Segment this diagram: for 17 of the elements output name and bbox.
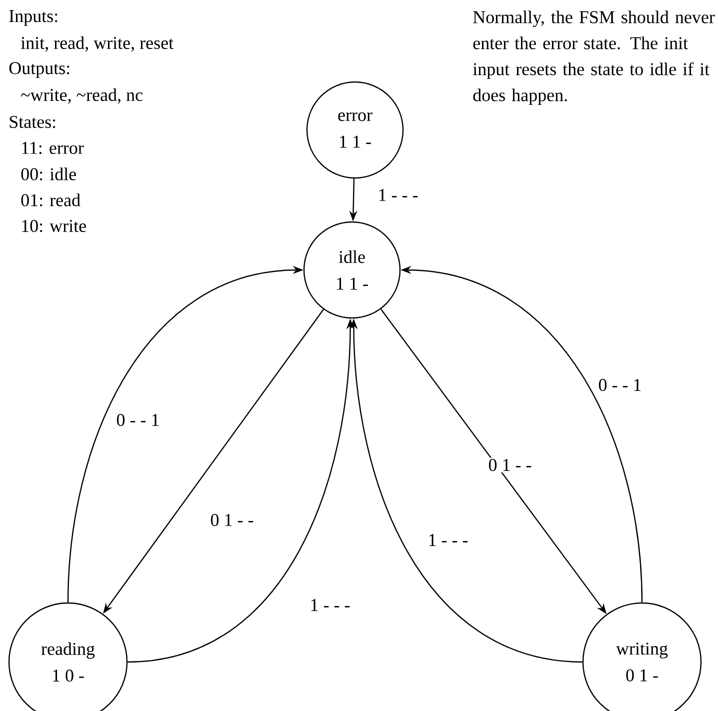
legend-text: 00: idle <box>21 168 76 180</box>
legend-text: 10: write <box>22 220 86 232</box>
legend-text: 11: error <box>22 142 84 154</box>
legend-text: 01: read <box>21 194 80 206</box>
edge-label: 0 1 - - <box>208 512 256 528</box>
edge-label: 1 - - - <box>426 532 470 548</box>
note-text: Normally, the FSM should never enter the error state. The init input resets the state to idle if it does happen. <box>472 10 715 105</box>
edge-label: 1 - - - <box>308 598 352 612</box>
legend-text: init, read, write, reset <box>20 36 174 52</box>
edge-label: 0 1 - - <box>486 458 534 472</box>
legend-text: ~write, ~read, nc <box>21 88 142 104</box>
legend-text: Outputs: <box>9 62 70 78</box>
edge-label: 0 - - 1 <box>596 378 644 392</box>
legend-text: States: <box>10 116 56 128</box>
edge-label: 0 - - 1 <box>114 412 162 428</box>
legend-text: Inputs: <box>9 10 58 26</box>
edge-label: 1 - - - <box>376 188 420 202</box>
